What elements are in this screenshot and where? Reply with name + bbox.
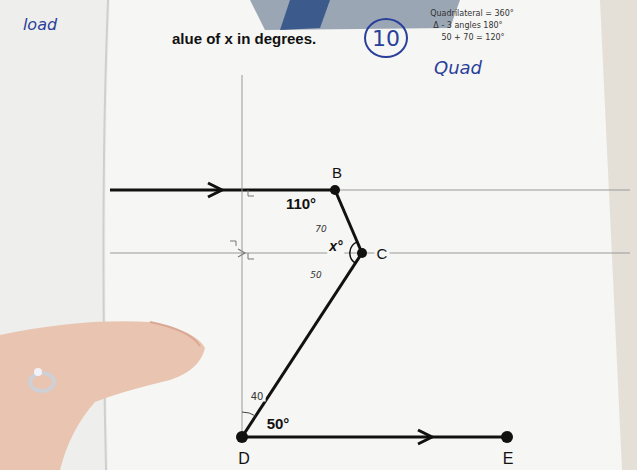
handwritten-note: load [21, 16, 59, 34]
handwritten-note: Quadrilateral = 360° [428, 10, 516, 19]
angle-label: 50° [265, 416, 292, 433]
point-label: E [501, 450, 516, 468]
handwritten-angle: 70 [313, 225, 328, 235]
handwritten-note: Quad [432, 58, 484, 78]
question-number: 10 [372, 26, 400, 51]
point-label: C [375, 246, 390, 263]
handwritten-angle: 40 [249, 391, 266, 402]
angle-label: x° [327, 239, 344, 254]
question-number-circle: 10 [364, 18, 408, 58]
point-label: D [236, 450, 252, 468]
angle-label: 110° [284, 196, 318, 213]
handwritten-angle: 50 [308, 271, 323, 281]
point-label: B [330, 165, 344, 182]
handwritten-note: Δ - 3 angles 180° [431, 22, 504, 31]
handwritten-note: 50 + 70 = 120° [439, 34, 506, 43]
heading: alue of x in degrees. [172, 30, 316, 47]
